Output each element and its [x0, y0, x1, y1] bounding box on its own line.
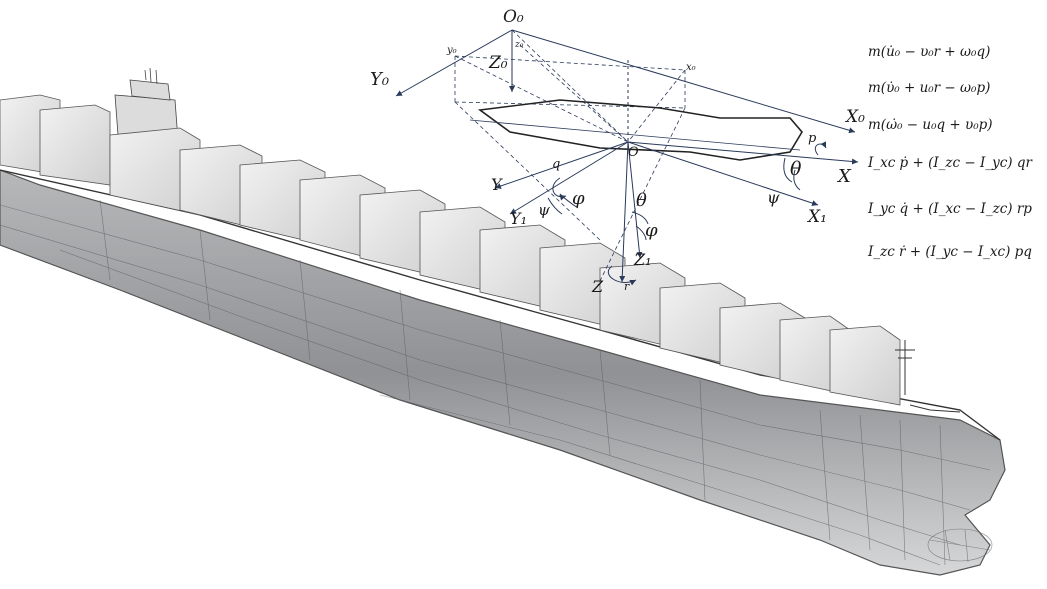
label-earth-z: Z₀ — [488, 53, 508, 73]
label-phi-1: φ — [572, 188, 585, 209]
psi-arc-2 — [547, 197, 563, 215]
phi-arc-2 — [635, 225, 647, 241]
label-inter-y: Y₁ — [510, 209, 527, 228]
yaw-arc — [607, 265, 637, 286]
label-roll-rate: p — [808, 131, 817, 146]
label-theta-1: θ — [790, 158, 802, 180]
inter-x-axis — [627, 141, 819, 206]
label-small-y: y₀ — [446, 45, 457, 56]
hull-outline-diagram — [477, 99, 803, 161]
waterline-reference — [469, 119, 801, 151]
body-z-axis — [619, 141, 629, 283]
inter-y-axis — [509, 141, 629, 215]
label-inter-x: X₁ — [806, 207, 827, 227]
label-inter-z: Z₁ — [633, 250, 652, 269]
label-body-z: Z — [591, 277, 604, 296]
label-earth-origin: O₀ — [503, 7, 524, 27]
container-stacks — [0, 94, 901, 406]
roll-arc — [814, 141, 827, 156]
earth-x-axis — [511, 29, 856, 134]
label-theta-2: θ — [636, 190, 647, 211]
equation-heave: m(ω̇₀ − u₀q + υ₀p) — [868, 117, 993, 133]
label-small-x: x₀ — [686, 62, 696, 73]
label-pitch-rate: q — [552, 157, 560, 172]
label-psi-2: ψ — [538, 201, 550, 219]
equation-roll: I_xc ṗ + (I_zc − I_yc) qr — [868, 155, 1032, 171]
body-x-axis — [627, 141, 859, 165]
container-ship — [0, 67, 1006, 576]
hull-mesh — [0, 199, 993, 566]
frame-labels: O₀ Y₀ X₀ Z₀ y₀ x₀ z₀ O X X₁ Y Y₁ Z Z₁ p … — [370, 7, 865, 296]
equation-sway: m(υ̇₀ + u₀r − ω₀p) — [868, 80, 991, 96]
earth-y-axis — [395, 29, 513, 97]
equation-yaw: I_zc ṙ + (I_yc − I_xc) pq — [868, 244, 1032, 260]
label-body-x: X — [836, 166, 852, 187]
coordinate-frames — [395, 29, 859, 286]
label-body-y: Y — [491, 175, 503, 194]
theta-arc-2 — [631, 211, 649, 225]
foremast — [895, 340, 961, 413]
theta-arc-1 — [783, 157, 793, 183]
label-earth-y: Y₀ — [370, 69, 389, 90]
phi-arc-1 — [559, 193, 579, 209]
projection-lines — [454, 29, 686, 286]
ship-hull — [0, 169, 1006, 576]
equation-pitch: I_yc q̇ + (I_xc − I_zc) rp — [868, 201, 1032, 217]
inter-z-axis — [627, 141, 643, 259]
psi-arc-1 — [793, 169, 801, 191]
label-psi-1: ψ — [767, 188, 780, 207]
label-phi-2: φ — [645, 220, 658, 241]
body-y-axis — [494, 141, 629, 189]
label-earth-x: X₀ — [844, 107, 865, 127]
label-small-z: z₀ — [514, 40, 524, 50]
label-yaw-rate: r — [624, 280, 630, 293]
equation-surge: m(u̇₀ − υ₀r + ω₀q) — [868, 44, 991, 60]
label-body-origin: O — [628, 145, 639, 160]
